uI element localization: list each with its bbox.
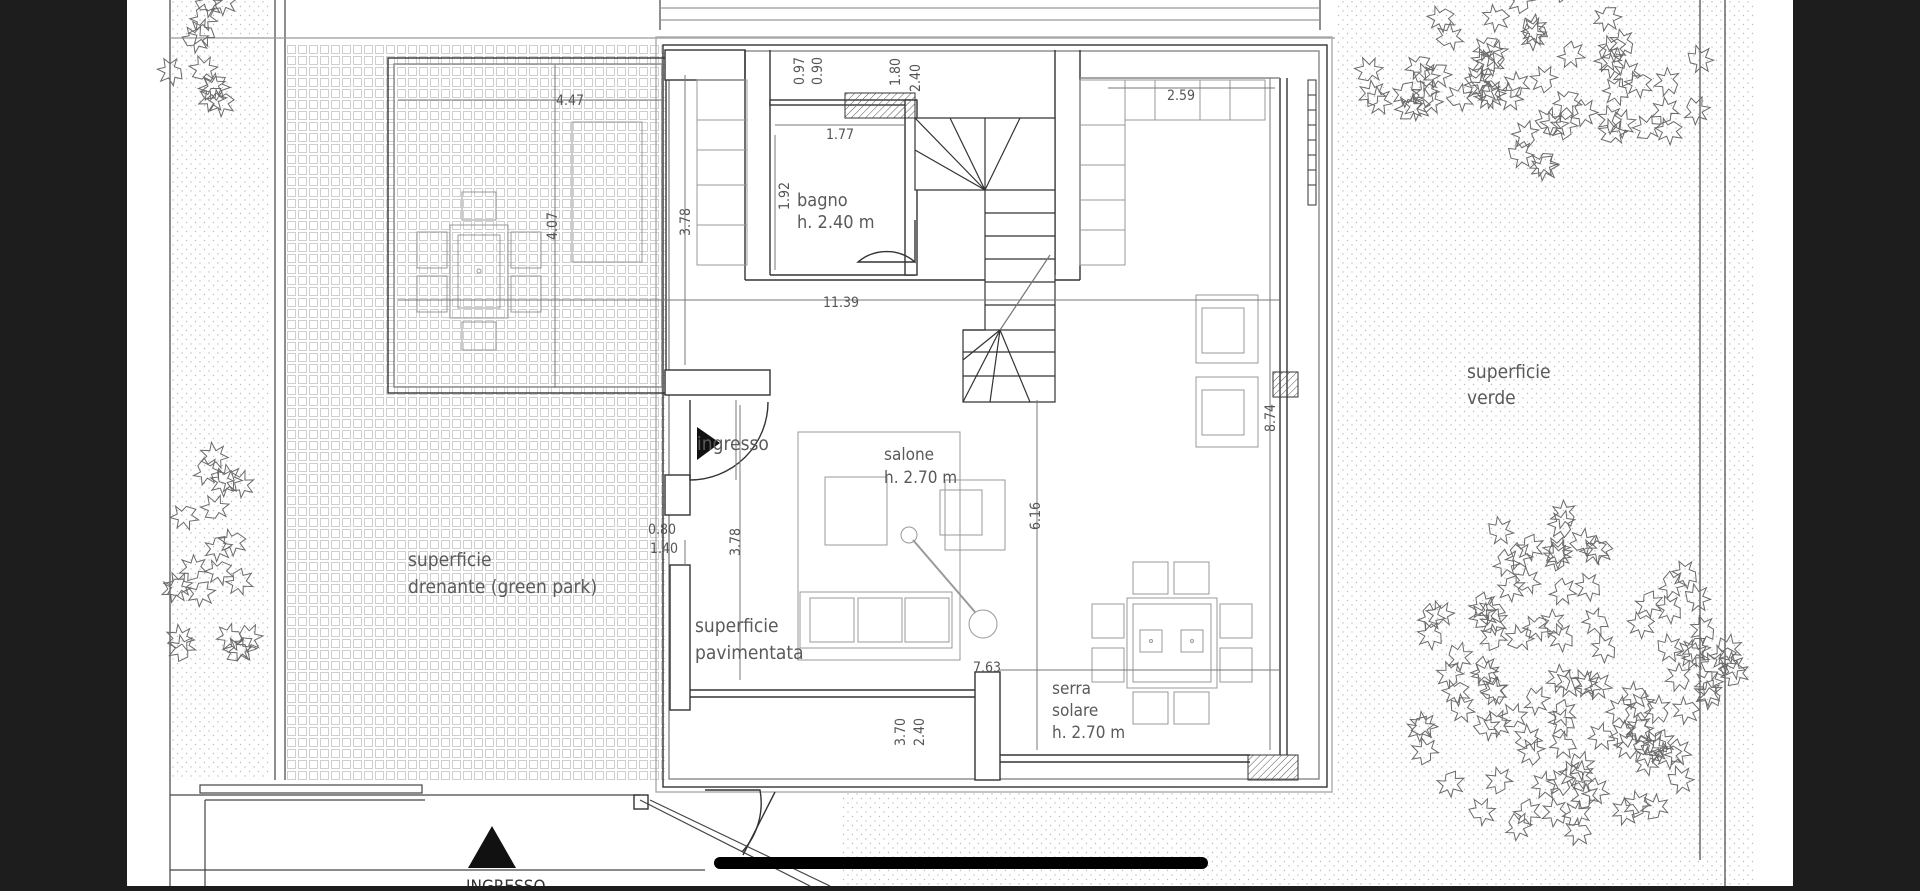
entrance-arrow-icon (468, 826, 516, 868)
room-salone-name: salone (884, 445, 934, 465)
room-serra-name2: solare (1052, 701, 1098, 721)
dim-1-92: 1.92 (777, 182, 793, 210)
surface-verde-line1: superficie (1467, 361, 1551, 383)
room-ingresso-name: ingresso (697, 433, 769, 455)
pillar-corner (1248, 755, 1298, 780)
surface-drenante-line2: drenante (green park) (408, 576, 597, 598)
dim-11-39: 11.39 (823, 295, 859, 311)
room-serra-name: serra (1052, 679, 1091, 699)
dim-1-80: 1.80 (888, 58, 904, 86)
dim-2-40-bottom: 2.40 (912, 718, 928, 746)
drawing-sheet: 4.47 11.39 1.77 2.59 0.80 1.40 7.63 4.07… (127, 0, 1793, 886)
room-bagno-name: bagno (797, 190, 848, 211)
pillar-right (1273, 372, 1298, 397)
dim-0-80: 0.80 (648, 522, 676, 538)
floor-plan: 4.47 11.39 1.77 2.59 0.80 1.40 7.63 4.07… (127, 0, 1793, 886)
dim-1-40: 1.40 (650, 541, 678, 557)
bottom-green-strip (840, 790, 1340, 886)
window-frames (1308, 80, 1316, 205)
home-indicator[interactable] (714, 857, 1208, 869)
dim-6-16: 6.16 (1028, 502, 1044, 530)
drainage-grid (285, 45, 665, 780)
dim-3-70: 3.70 (893, 718, 909, 746)
dim-7-63: 7.63 (973, 660, 1001, 676)
room-bagno-height: h. 2.40 m (797, 212, 875, 233)
serra-dining-set (1092, 562, 1252, 724)
dim-8-74: 8.74 (1263, 404, 1279, 432)
dim-1-77: 1.77 (826, 127, 854, 143)
room-serra-height: h. 2.70 m (1052, 723, 1125, 743)
surface-drenante-line1: superficie (408, 549, 492, 571)
staircase (915, 118, 1055, 402)
surface-pavimentata-line2: pavimentata (695, 642, 804, 664)
dim-0-97: 0.97 (792, 57, 808, 85)
room-salone-height: h. 2.70 m (884, 468, 957, 488)
dim-0-90: 0.90 (810, 57, 826, 85)
left-green-strip (170, 0, 270, 780)
surface-pavimentata-line1: superficie (695, 615, 779, 637)
dim-3-78-mid: 3.78 (728, 528, 744, 556)
dim-2-59: 2.59 (1167, 88, 1195, 104)
pillar-bath (845, 93, 915, 118)
dim-4-47: 4.47 (556, 93, 584, 109)
entrance-label: INGRESSO (466, 877, 546, 886)
surface-verde-line2: verde (1467, 387, 1516, 409)
dim-2-40-top: 2.40 (908, 64, 924, 92)
dim-4-07: 4.07 (545, 212, 561, 240)
door-swing-icon (634, 220, 915, 855)
dim-3-78-top: 3.78 (678, 208, 694, 236)
